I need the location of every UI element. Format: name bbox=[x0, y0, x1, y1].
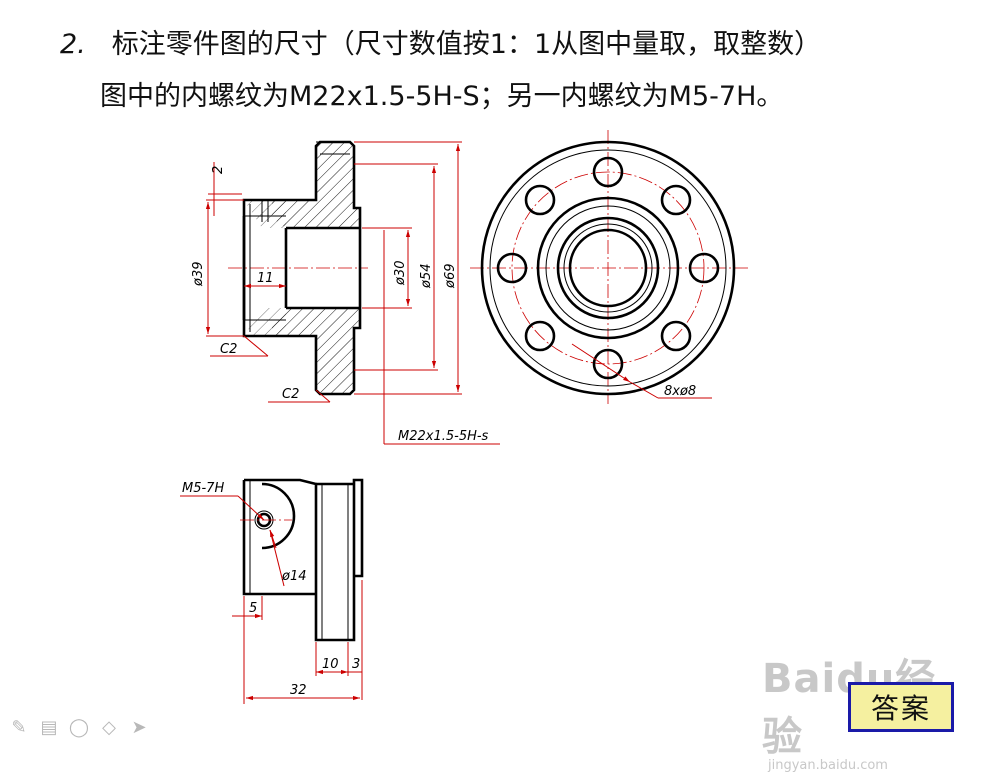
thread-m5-label: M5-7H bbox=[182, 481, 224, 496]
slideshow-toolbar: ✎ ▤ ◯ ◇ ➤ bbox=[8, 716, 150, 738]
sectional-view bbox=[228, 140, 368, 396]
pen-icon[interactable]: ✎ bbox=[11, 716, 27, 738]
end-view: 8xø8 bbox=[470, 130, 750, 404]
dim-2-label: 2 bbox=[211, 166, 226, 174]
bolt-holes bbox=[496, 156, 720, 380]
dim-39-label: ø39 bbox=[191, 262, 206, 288]
dim-5-label: 5 bbox=[249, 601, 257, 616]
pointer-icon[interactable]: ➤ bbox=[131, 716, 147, 738]
section-outline bbox=[242, 140, 362, 396]
bolt-holes-label: 8xø8 bbox=[664, 384, 696, 399]
chamfer-c2-outer-label: C2 bbox=[282, 387, 299, 402]
dim-54-label: ø54 bbox=[419, 264, 434, 290]
outer-flange-circle bbox=[480, 140, 736, 396]
title-line-1: 2. 标注零件图的尺寸（尺寸数值按1：1从图中量取，取整数） bbox=[60, 22, 821, 61]
thread-m22-label: M22x1.5-5H-s bbox=[398, 429, 489, 444]
bottom-view: M5-7H ø14 5 10 3 32 bbox=[180, 478, 364, 704]
dim-30-label: ø30 bbox=[393, 261, 408, 287]
watermark-url: jingyan.baidu.com bbox=[768, 758, 888, 773]
chamfer-c2-inner-label: C2 bbox=[220, 342, 237, 357]
problem-number: 2. bbox=[60, 29, 86, 60]
dim-10-label: 10 bbox=[322, 657, 339, 672]
engineering-drawing: 2 ø39 11 ø30 ø54 ø69 C2 C2 M22x1. bbox=[180, 130, 750, 704]
slide-icon[interactable]: ▤ bbox=[40, 716, 58, 738]
eraser-icon[interactable]: ◇ bbox=[102, 716, 116, 738]
dim-3-label: 3 bbox=[352, 657, 360, 672]
section-dimensions: 2 ø39 11 ø30 ø54 ø69 C2 C2 M22x1. bbox=[191, 141, 500, 445]
title-line-2: 图中的内螺纹为M22x1.5-5H-S；另一内螺纹为M5-7H。 bbox=[100, 81, 784, 112]
dim-11-label: 11 bbox=[257, 271, 274, 286]
title-text-1: 标注零件图的尺寸（尺寸数值按1：1从图中量取，取整数） bbox=[111, 29, 822, 60]
answer-button[interactable]: 答案 bbox=[848, 682, 954, 732]
dim-14-label: ø14 bbox=[281, 569, 307, 584]
ellipse-icon[interactable]: ◯ bbox=[68, 716, 90, 738]
dim-69-label: ø69 bbox=[443, 264, 458, 290]
bottom-outline bbox=[242, 478, 364, 642]
dim-32-label: 32 bbox=[290, 683, 307, 698]
